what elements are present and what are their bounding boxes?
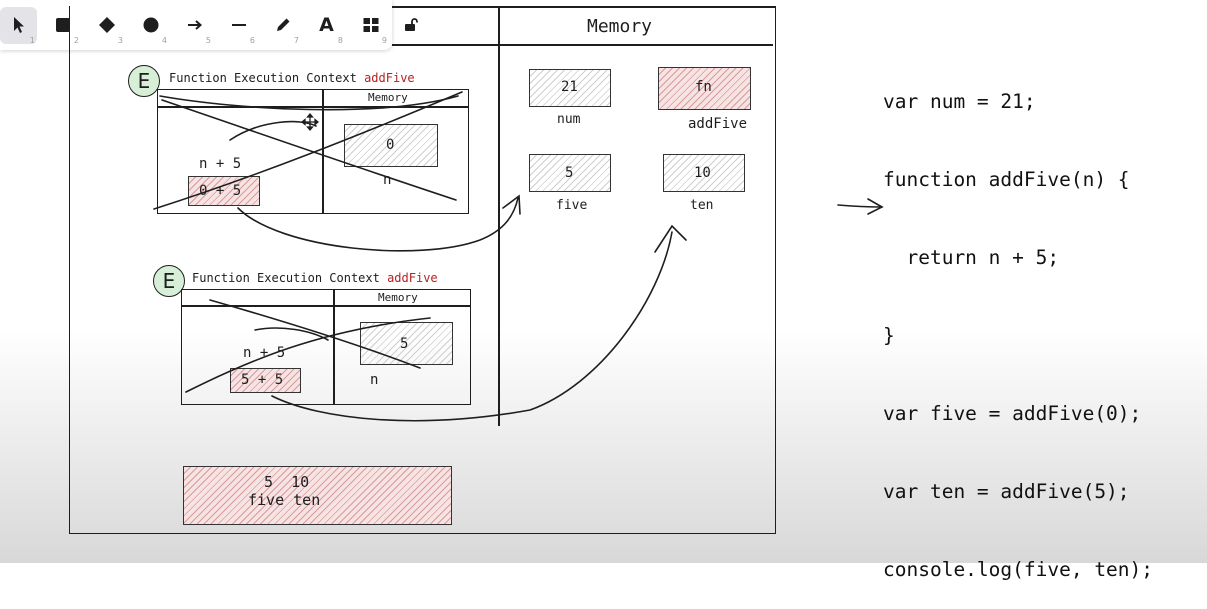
code-line: return n + 5; (883, 246, 1060, 269)
memory-label-ten: ten (690, 198, 714, 213)
square-icon (55, 18, 70, 32)
ctx1-title-text: Function Execution Context (169, 71, 357, 85)
memory-label-addfive: addFive (688, 116, 748, 132)
memory-cell-addfive[interactable] (658, 67, 751, 110)
code-line: } (883, 324, 895, 347)
ctx1-memory-value: 0 (386, 137, 395, 153)
ctx1-expression: n + 5 (199, 156, 242, 172)
ctx2-title: Function Execution Context addFive (192, 271, 438, 285)
tool-shortcut: 3 (117, 35, 123, 45)
global-context-frame[interactable] (69, 6, 776, 534)
ctx2-divider (333, 289, 335, 405)
global-context-top-edge (392, 6, 776, 8)
memory-value-five: 5 (565, 165, 574, 181)
tool-select[interactable]: 1 (0, 6, 37, 45)
tool-shortcut: 7 (293, 35, 299, 45)
tool-shortcut: 5 (205, 35, 211, 45)
memory-value-num: 21 (561, 79, 578, 95)
tool-shortcut: 8 (337, 35, 343, 45)
tool-shortcut: 9 (381, 35, 387, 45)
global-header-line (392, 44, 773, 46)
ctx1-result: 0 + 5 (199, 183, 242, 199)
tool-shortcut: 1 (29, 35, 35, 45)
diamond-icon (98, 17, 115, 33)
memory-label-five: five (556, 198, 588, 213)
console-output-values: 5 10 (264, 473, 310, 491)
code-line: var ten = addFive(5); (883, 480, 1130, 503)
ctx2-header-line (181, 305, 471, 307)
code-snippet: var num = 21; function addFive(n) { retu… (883, 37, 1153, 609)
tool-shortcut: 4 (161, 35, 167, 45)
tool-rectangle[interactable]: 2 (44, 7, 81, 45)
tool-line[interactable]: 6 (220, 7, 257, 45)
ctx1-memory-label: Memory (368, 91, 408, 104)
ctx2-memory-key: n (370, 372, 379, 388)
ctx2-memory-value: 5 (400, 336, 409, 352)
tool-draw[interactable]: 7 (264, 7, 301, 45)
global-divider (498, 6, 500, 426)
circle-icon (143, 17, 158, 33)
memory-cell-num[interactable] (529, 69, 611, 107)
ctx1-divider (322, 89, 324, 214)
code-pointer-arrowhead (867, 198, 884, 215)
tool-library[interactable]: 9 (352, 7, 389, 45)
ctx2-result: 5 + 5 (241, 372, 284, 388)
console-output-names: five ten (248, 491, 321, 509)
pointer-icon (13, 17, 24, 33)
code-line: var num = 21; (883, 90, 1036, 113)
code-line: function addFive(n) { (883, 168, 1130, 191)
tool-diamond[interactable]: 3 (88, 7, 125, 45)
code-line: console.log(five, ten); (883, 558, 1154, 581)
tool-text[interactable]: A 8 (308, 7, 345, 45)
ctx1-title: Function Execution Context addFive (169, 71, 415, 85)
code-pointer-arrow (837, 204, 883, 208)
ctx2-title-text: Function Execution Context (192, 271, 380, 285)
execution-badge-1: E (128, 65, 160, 97)
ctx2-memory-label: Memory (378, 291, 418, 304)
unlock-icon[interactable] (403, 17, 419, 33)
arrow-right-icon (187, 20, 202, 30)
tool-shortcut: 6 (249, 35, 255, 45)
ctx1-memory-key: n (383, 172, 392, 188)
pencil-icon (276, 18, 289, 31)
grid-icon (363, 18, 378, 32)
ctx2-expression: n + 5 (243, 345, 286, 361)
ctx1-function-name: addFive (364, 71, 415, 85)
memory-value-addfive: fn (695, 79, 712, 95)
code-line: var five = addFive(0); (883, 402, 1142, 425)
tool-ellipse[interactable]: 4 (132, 7, 169, 45)
text-icon: A (319, 14, 334, 36)
ctx1-header-line (157, 106, 469, 108)
memory-label-num: num (557, 112, 581, 127)
toolbar: 1 2 3 4 5 6 7 A 8 9 (0, 0, 392, 50)
memory-cell-ten[interactable] (663, 154, 745, 192)
memory-cell-five[interactable] (529, 154, 611, 192)
execution-badge-2: E (153, 265, 185, 297)
tool-arrow[interactable]: 5 (176, 7, 213, 45)
global-memory-title: Memory (587, 16, 653, 37)
tool-shortcut: 2 (73, 35, 79, 45)
ctx2-function-name: addFive (387, 271, 438, 285)
line-icon (231, 24, 246, 26)
console-output-box[interactable] (183, 466, 452, 525)
memory-value-ten: 10 (694, 165, 711, 181)
